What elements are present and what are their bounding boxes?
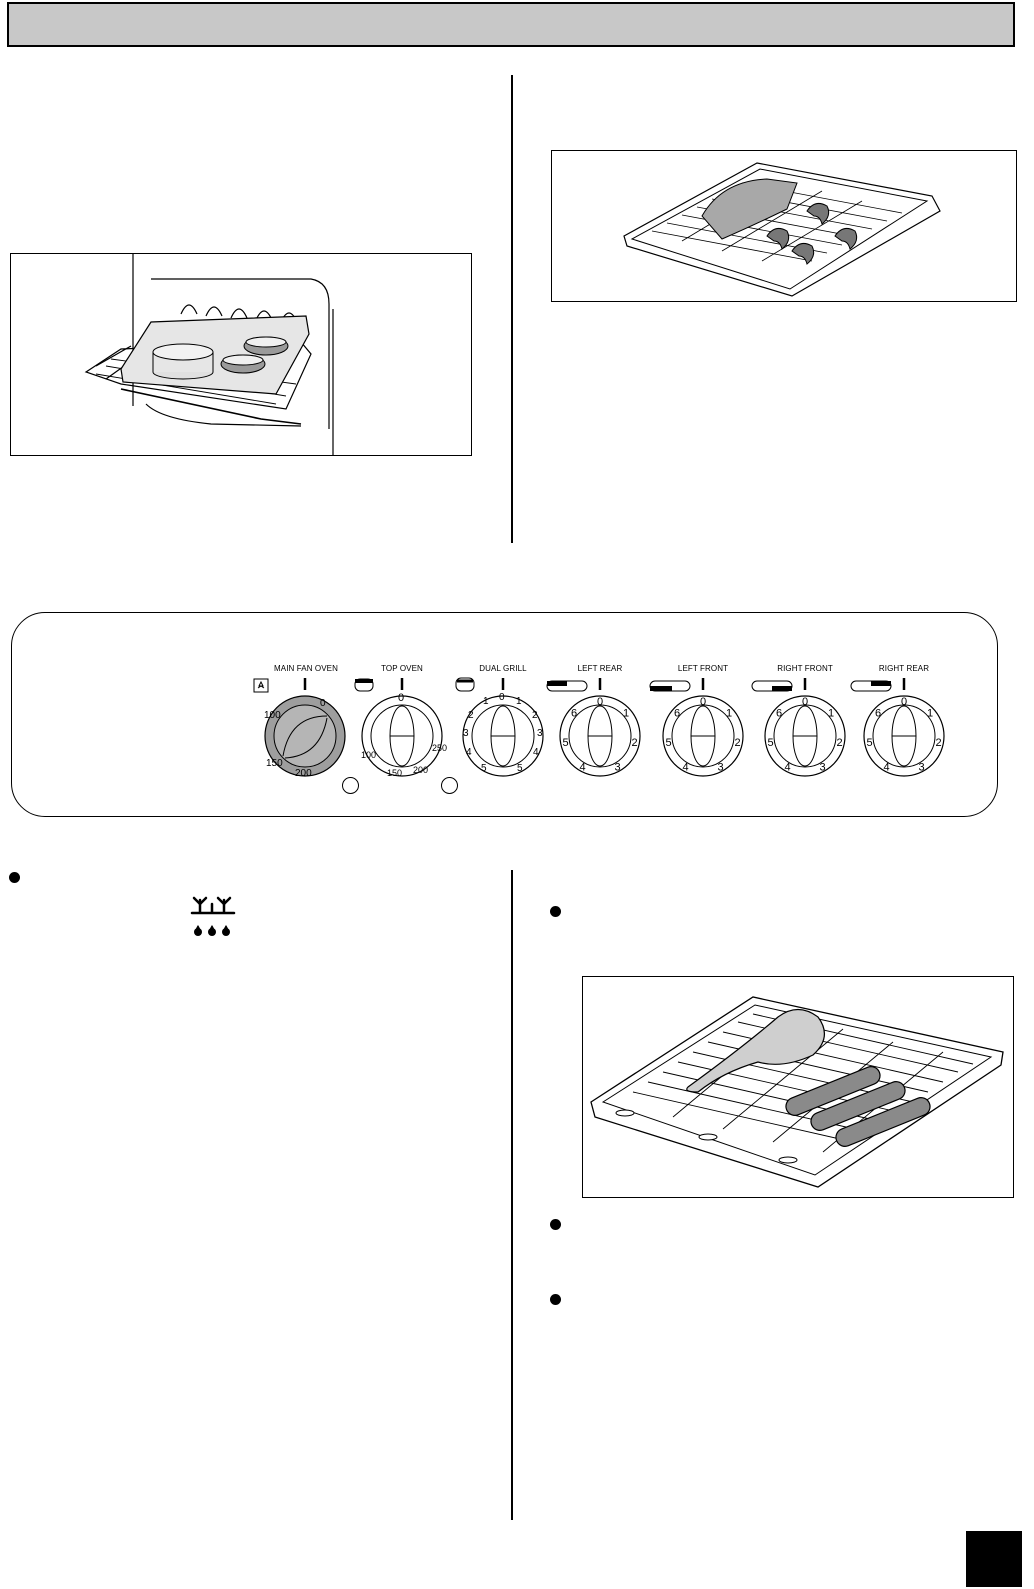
scale-label: 6 [674, 708, 680, 720]
scale-label: 1 [483, 696, 489, 707]
left-rear-knob[interactable]: 0 1 23 45 6 [545, 676, 655, 786]
scale-label: 150 [387, 768, 402, 778]
scale-label: 3 [537, 728, 543, 739]
scale-label: 0 [901, 696, 907, 708]
scale-label: 5 [666, 737, 672, 749]
scale-label: 100 [361, 750, 376, 760]
scale-label: 150 [266, 758, 283, 769]
scale-label: 0 [597, 696, 603, 708]
scale-label: 2 [935, 737, 941, 749]
top-oven-knob[interactable]: 0 250 200 150 100 [347, 676, 457, 786]
scale-label: 1 [726, 708, 732, 720]
scale-label: 0 [700, 696, 706, 708]
knob-label-left-rear: LEFT REAR [577, 664, 623, 673]
scale-label: 1 [623, 708, 629, 720]
dual-grill-knob[interactable]: 1 0 1 2 3 4 5 5 4 3 2 [448, 676, 558, 786]
scale-label: 3 [463, 728, 469, 739]
scale-label: 1 [927, 708, 933, 720]
bullet-point [550, 906, 561, 917]
scale-label: 0 [320, 698, 326, 709]
scale-label: 3 [718, 761, 724, 773]
scale-label: 4 [683, 761, 689, 773]
scale-label: 3 [919, 761, 925, 773]
knob-label-top-oven: TOP OVEN [381, 664, 423, 673]
knob-label-main-fan-oven: MAIN FAN OVEN [274, 664, 338, 673]
page-number-box [966, 1531, 1022, 1587]
scale-label: 5 [563, 737, 569, 749]
scale-label: 6 [776, 708, 782, 720]
right-rear-knob[interactable]: 0 1 23 45 6 [849, 676, 959, 786]
header-bar [7, 2, 1015, 47]
grill-pan-top-illustration [623, 162, 941, 297]
right-front-knob[interactable]: 0 1 23 45 6 [750, 676, 860, 786]
scale-label: 4 [785, 761, 791, 773]
scale-label: 2 [631, 737, 637, 749]
knob-label-right-rear: RIGHT REAR [878, 664, 930, 673]
scale-label: 5 [481, 763, 487, 774]
scale-label: 5 [867, 737, 873, 749]
control-panel [11, 612, 998, 817]
hob-left-front-icon [649, 680, 691, 692]
grill-pan-bottom-illustration [590, 996, 1004, 1188]
scale-label: 3 [615, 761, 621, 773]
scale-label: 200 [295, 768, 312, 779]
scale-label: 4 [533, 747, 539, 758]
top-oven-indicator-light [441, 777, 458, 794]
left-front-knob[interactable]: 0 1 23 45 6 [648, 676, 758, 786]
scale-label: 1 [828, 708, 834, 720]
scale-label: 2 [468, 710, 474, 721]
scale-label: 4 [884, 761, 890, 773]
defrost-icon [190, 896, 236, 936]
knob-label-right-front: RIGHT FRONT [777, 664, 833, 673]
scale-label: 4 [466, 747, 472, 758]
scale-label: 0 [398, 692, 404, 704]
oven-shelf-illustration [84, 254, 334, 455]
scale-label: 1 [516, 696, 522, 707]
scale-label: 5 [517, 763, 523, 774]
hob-right-rear-icon [850, 680, 892, 692]
column-divider-bottom [511, 870, 513, 1520]
scale-label: 0 [499, 692, 505, 703]
grill-pan-top-figure [551, 150, 1017, 302]
knob-label-dual-grill: DUAL GRILL [479, 664, 527, 673]
scale-label: 0 [802, 696, 808, 708]
scale-label: 2 [532, 710, 538, 721]
grill-pan-bottom-figure [582, 976, 1014, 1198]
scale-label: 2 [836, 737, 842, 749]
bullet-point [550, 1219, 561, 1230]
scale-label: 6 [571, 708, 577, 720]
scale-label: 2 [734, 737, 740, 749]
knob-label-left-front: LEFT FRONT [677, 664, 729, 673]
scale-label: 5 [768, 737, 774, 749]
oven-shelf-figure [10, 253, 472, 456]
scale-label: 3 [820, 761, 826, 773]
hob-right-front-icon [751, 680, 793, 692]
column-divider-top [511, 75, 513, 543]
bullet-point [9, 872, 20, 883]
scale-label: 6 [875, 708, 881, 720]
main-fan-oven-knob[interactable]: 100 0 200 150 [250, 676, 360, 786]
scale-label: 4 [580, 761, 586, 773]
scale-label: 200 [413, 765, 428, 775]
main-oven-indicator-light [342, 777, 359, 794]
hob-left-rear-icon [546, 680, 588, 692]
scale-label: 100 [264, 710, 281, 721]
scale-label: 250 [432, 743, 447, 753]
bullet-point [550, 1294, 561, 1305]
